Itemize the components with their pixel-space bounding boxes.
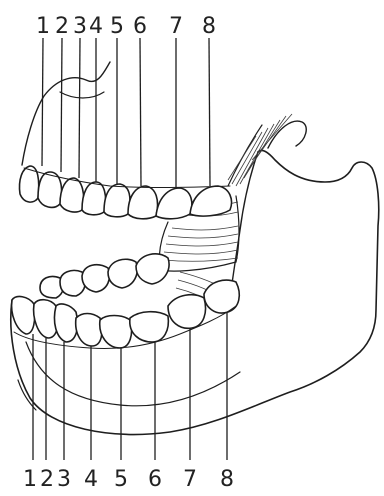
upper-label-3: 3	[73, 14, 87, 39]
upper-labels: 1 2 3 4 5 6 7 8	[36, 14, 216, 39]
lower-labels: 1 2 3 4 5 6 7 8	[23, 467, 234, 492]
lower-label-3: 3	[57, 467, 71, 492]
mandible-inner-contour	[26, 342, 240, 406]
upper-label-6: 6	[133, 14, 147, 39]
lower-label-4: 4	[84, 467, 98, 492]
upper-label-7: 7	[169, 14, 183, 39]
lower-label-2: 2	[40, 467, 54, 492]
upper-label-5: 5	[110, 14, 124, 39]
upper-teeth	[19, 166, 231, 219]
upper-label-2: 2	[55, 14, 69, 39]
upper-label-8: 8	[202, 14, 216, 39]
lower-label-7: 7	[183, 467, 197, 492]
lower-label-8: 8	[220, 467, 234, 492]
lower-label-1: 1	[23, 467, 37, 492]
maxilla-outline	[22, 62, 110, 165]
lower-label-5: 5	[114, 467, 128, 492]
upper-label-1: 1	[36, 14, 50, 39]
lower-label-6: 6	[148, 467, 162, 492]
upper-leader-lines	[42, 38, 210, 188]
upper-label-4: 4	[89, 14, 103, 39]
lower-back-teeth	[40, 254, 169, 298]
nasal-contour	[60, 92, 104, 98]
